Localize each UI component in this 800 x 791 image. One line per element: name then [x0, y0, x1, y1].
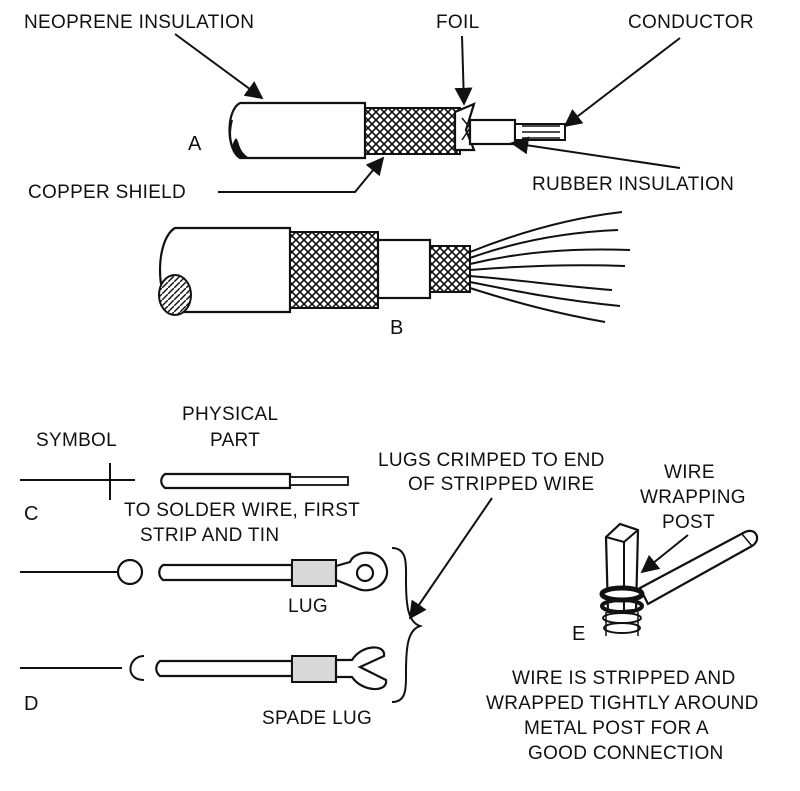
leader-copper-shield [218, 156, 385, 193]
header-part: PART [210, 430, 260, 451]
label-post-3: POST [662, 512, 715, 533]
leader-foil [454, 35, 473, 106]
leader-lugs [408, 497, 493, 620]
row-d-spade-lug [20, 646, 388, 691]
symbol-ring [116, 558, 144, 586]
fanned-conductors-b [469, 211, 631, 323]
leader-post [640, 534, 689, 574]
coax-cable-a [228, 101, 566, 160]
wire-coils [599, 585, 645, 636]
multi-conductor-cable-b [158, 211, 631, 323]
label-conductor: CONDUCTOR [628, 12, 754, 33]
row-c-solder-wire [20, 463, 349, 500]
label-wrap-2: WRAPPED TIGHTLY AROUND [486, 693, 759, 714]
label-rubber-insulation: RUBBER INSULATION [532, 174, 734, 195]
leader-rubber [510, 136, 681, 169]
label-spade-lug: SPADE LUG [262, 708, 372, 729]
figure-letter-c: C [24, 503, 38, 525]
outer-shield-braid-b [289, 231, 379, 309]
label-wrap-3: METAL POST FOR A [524, 718, 709, 739]
label-wrap-4: GOOD CONNECTION [528, 743, 724, 764]
neoprene-jacket [228, 101, 367, 160]
wrapped-wire [638, 529, 759, 606]
label-foil: FOIL [436, 12, 479, 33]
figure-letter-a: A [188, 133, 202, 155]
label-post-2: WRAPPING [640, 487, 746, 508]
spade-lug-barrel [291, 655, 337, 683]
header-physical: PHYSICAL [182, 404, 278, 425]
wire-wrap-post-e [599, 522, 759, 636]
insulated-wire-c [160, 472, 292, 490]
header-symbol: SYMBOL [36, 430, 117, 451]
leader-conductor [563, 37, 681, 128]
figure-letter-e: E [572, 623, 585, 645]
jacket-cut-face [232, 138, 250, 158]
label-solder-2: STRIP AND TIN [140, 525, 279, 546]
insulated-wire-spade [155, 659, 294, 678]
insulated-wire-ring [158, 563, 294, 582]
label-lug: LUG [288, 596, 328, 617]
jacket-b-cut-face [158, 274, 192, 316]
ring-lug-barrel [291, 559, 337, 587]
symbol-spade [129, 655, 145, 681]
label-post-1: WIRE [664, 462, 715, 483]
spade-lug-fork [334, 646, 388, 691]
copper-shield-braid [364, 107, 461, 155]
label-lugs-crimped-1: LUGS CRIMPED TO END [378, 450, 605, 471]
wire-end-cap [741, 533, 753, 547]
rubber-insulation-core [468, 118, 517, 146]
inner-shield-braid-b [429, 245, 471, 293]
row-d-ring-lug [20, 551, 389, 592]
inner-jacket-b [376, 238, 432, 300]
lugs-brace [391, 547, 424, 703]
stripped-tinned-end-c [289, 476, 349, 486]
leader-neoprene [174, 33, 264, 100]
label-solder-1: TO SOLDER WIRE, FIRST [124, 500, 360, 521]
label-lugs-crimped-2: OF STRIPPED WIRE [408, 474, 594, 495]
figure-letter-d: D [24, 693, 38, 715]
label-neoprene-insulation: NEOPRENE INSULATION [24, 12, 254, 33]
label-copper-shield: COPPER SHIELD [28, 182, 186, 203]
ring-lug-hole [355, 563, 375, 583]
label-wrap-1: WIRE IS STRIPPED AND [512, 668, 735, 689]
figure-letter-b: B [390, 317, 403, 339]
